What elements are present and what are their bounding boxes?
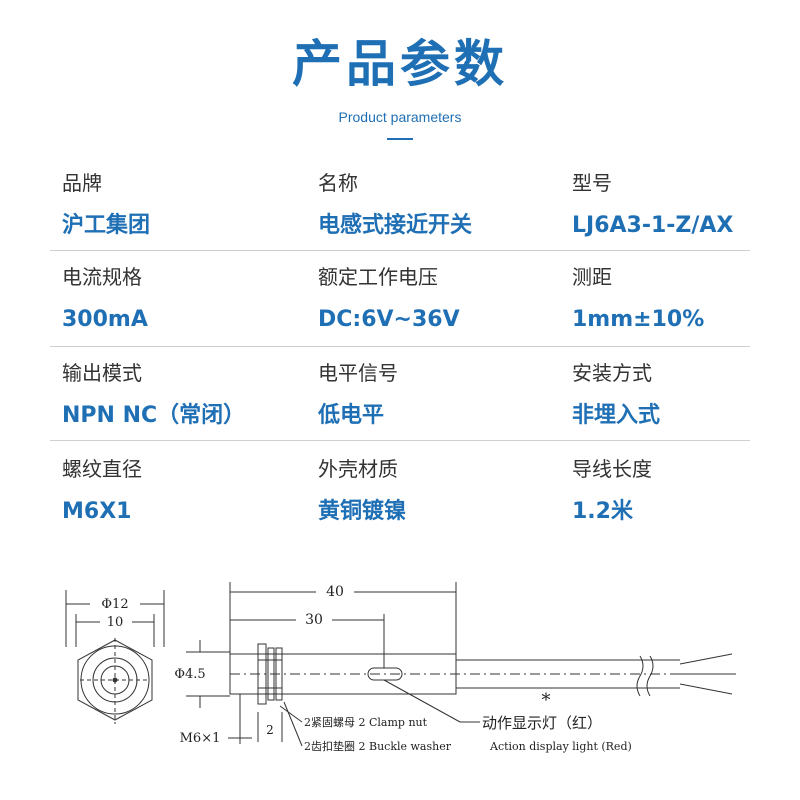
- param-label: 外壳材质: [318, 457, 398, 481]
- dim-thread: M6×1: [180, 731, 221, 746]
- dimension-drawing-svg: Φ12 10 40 30 Φ4.5 M6×1 2 2紧固螺母 2 Clamp n…: [65, 582, 736, 753]
- param-value: 1.2米: [572, 499, 633, 524]
- param-label: 导线长度: [572, 457, 652, 481]
- callout-buckle-washer: 2齿扣垫圈 2 Buckle washer: [304, 739, 452, 753]
- param-label: 额定工作电压: [318, 265, 438, 289]
- param-label: 电流规格: [62, 265, 142, 289]
- param-label: 安装方式: [572, 361, 652, 385]
- callout-led-en: Action display light (Red): [489, 740, 632, 753]
- hex-nut-end-view: [77, 639, 153, 721]
- dim-hex-width: 10: [107, 615, 124, 630]
- row-divider: [50, 346, 750, 347]
- note-asterisk: *: [542, 690, 551, 711]
- callout-clamp-nut: 2紧固螺母 2 Clamp nut: [304, 716, 428, 729]
- page-title: 产品参数: [292, 35, 508, 93]
- param-label: 输出模式: [62, 361, 142, 385]
- title-underline: [387, 138, 413, 140]
- page-subtitle: Product parameters: [338, 109, 462, 125]
- param-value: NPN NC（常闭）: [62, 403, 246, 428]
- param-label: 螺纹直径: [62, 457, 142, 481]
- param-label: 测距: [572, 265, 612, 289]
- dim-outer-diameter: Φ12: [101, 597, 128, 612]
- param-value: LJ6A3-1-Z/AX: [572, 213, 734, 238]
- dim-sensor-diameter: Φ4.5: [174, 667, 205, 682]
- param-value: M6X1: [62, 499, 132, 524]
- param-value: 低电平: [318, 403, 385, 428]
- param-value: 1mm±10%: [572, 307, 705, 332]
- callout-led-cn: 动作显示灯（红）: [482, 714, 602, 732]
- param-value: 黄铜镀镍: [318, 499, 407, 524]
- row-divider: [50, 250, 750, 251]
- param-value: 非埋入式: [572, 403, 661, 428]
- dim-nut-count: 2: [266, 723, 274, 737]
- dimension-drawing: Φ12 10 40 30 Φ4.5 M6×1 2 2紧固螺母 2 Clamp n…: [40, 572, 760, 792]
- param-label: 品牌: [62, 171, 102, 195]
- param-label: 电平信号: [318, 361, 398, 385]
- param-value: DC:6V~36V: [318, 307, 460, 332]
- param-value: 电感式接近开关: [318, 213, 473, 238]
- param-label: 型号: [572, 171, 612, 195]
- param-value: 沪工集团: [62, 213, 151, 238]
- param-value: 300mA: [62, 307, 148, 332]
- dim-thread-length: 30: [305, 612, 323, 628]
- dim-total-length: 40: [326, 584, 344, 600]
- param-label: 名称: [318, 171, 358, 195]
- row-divider: [50, 440, 750, 441]
